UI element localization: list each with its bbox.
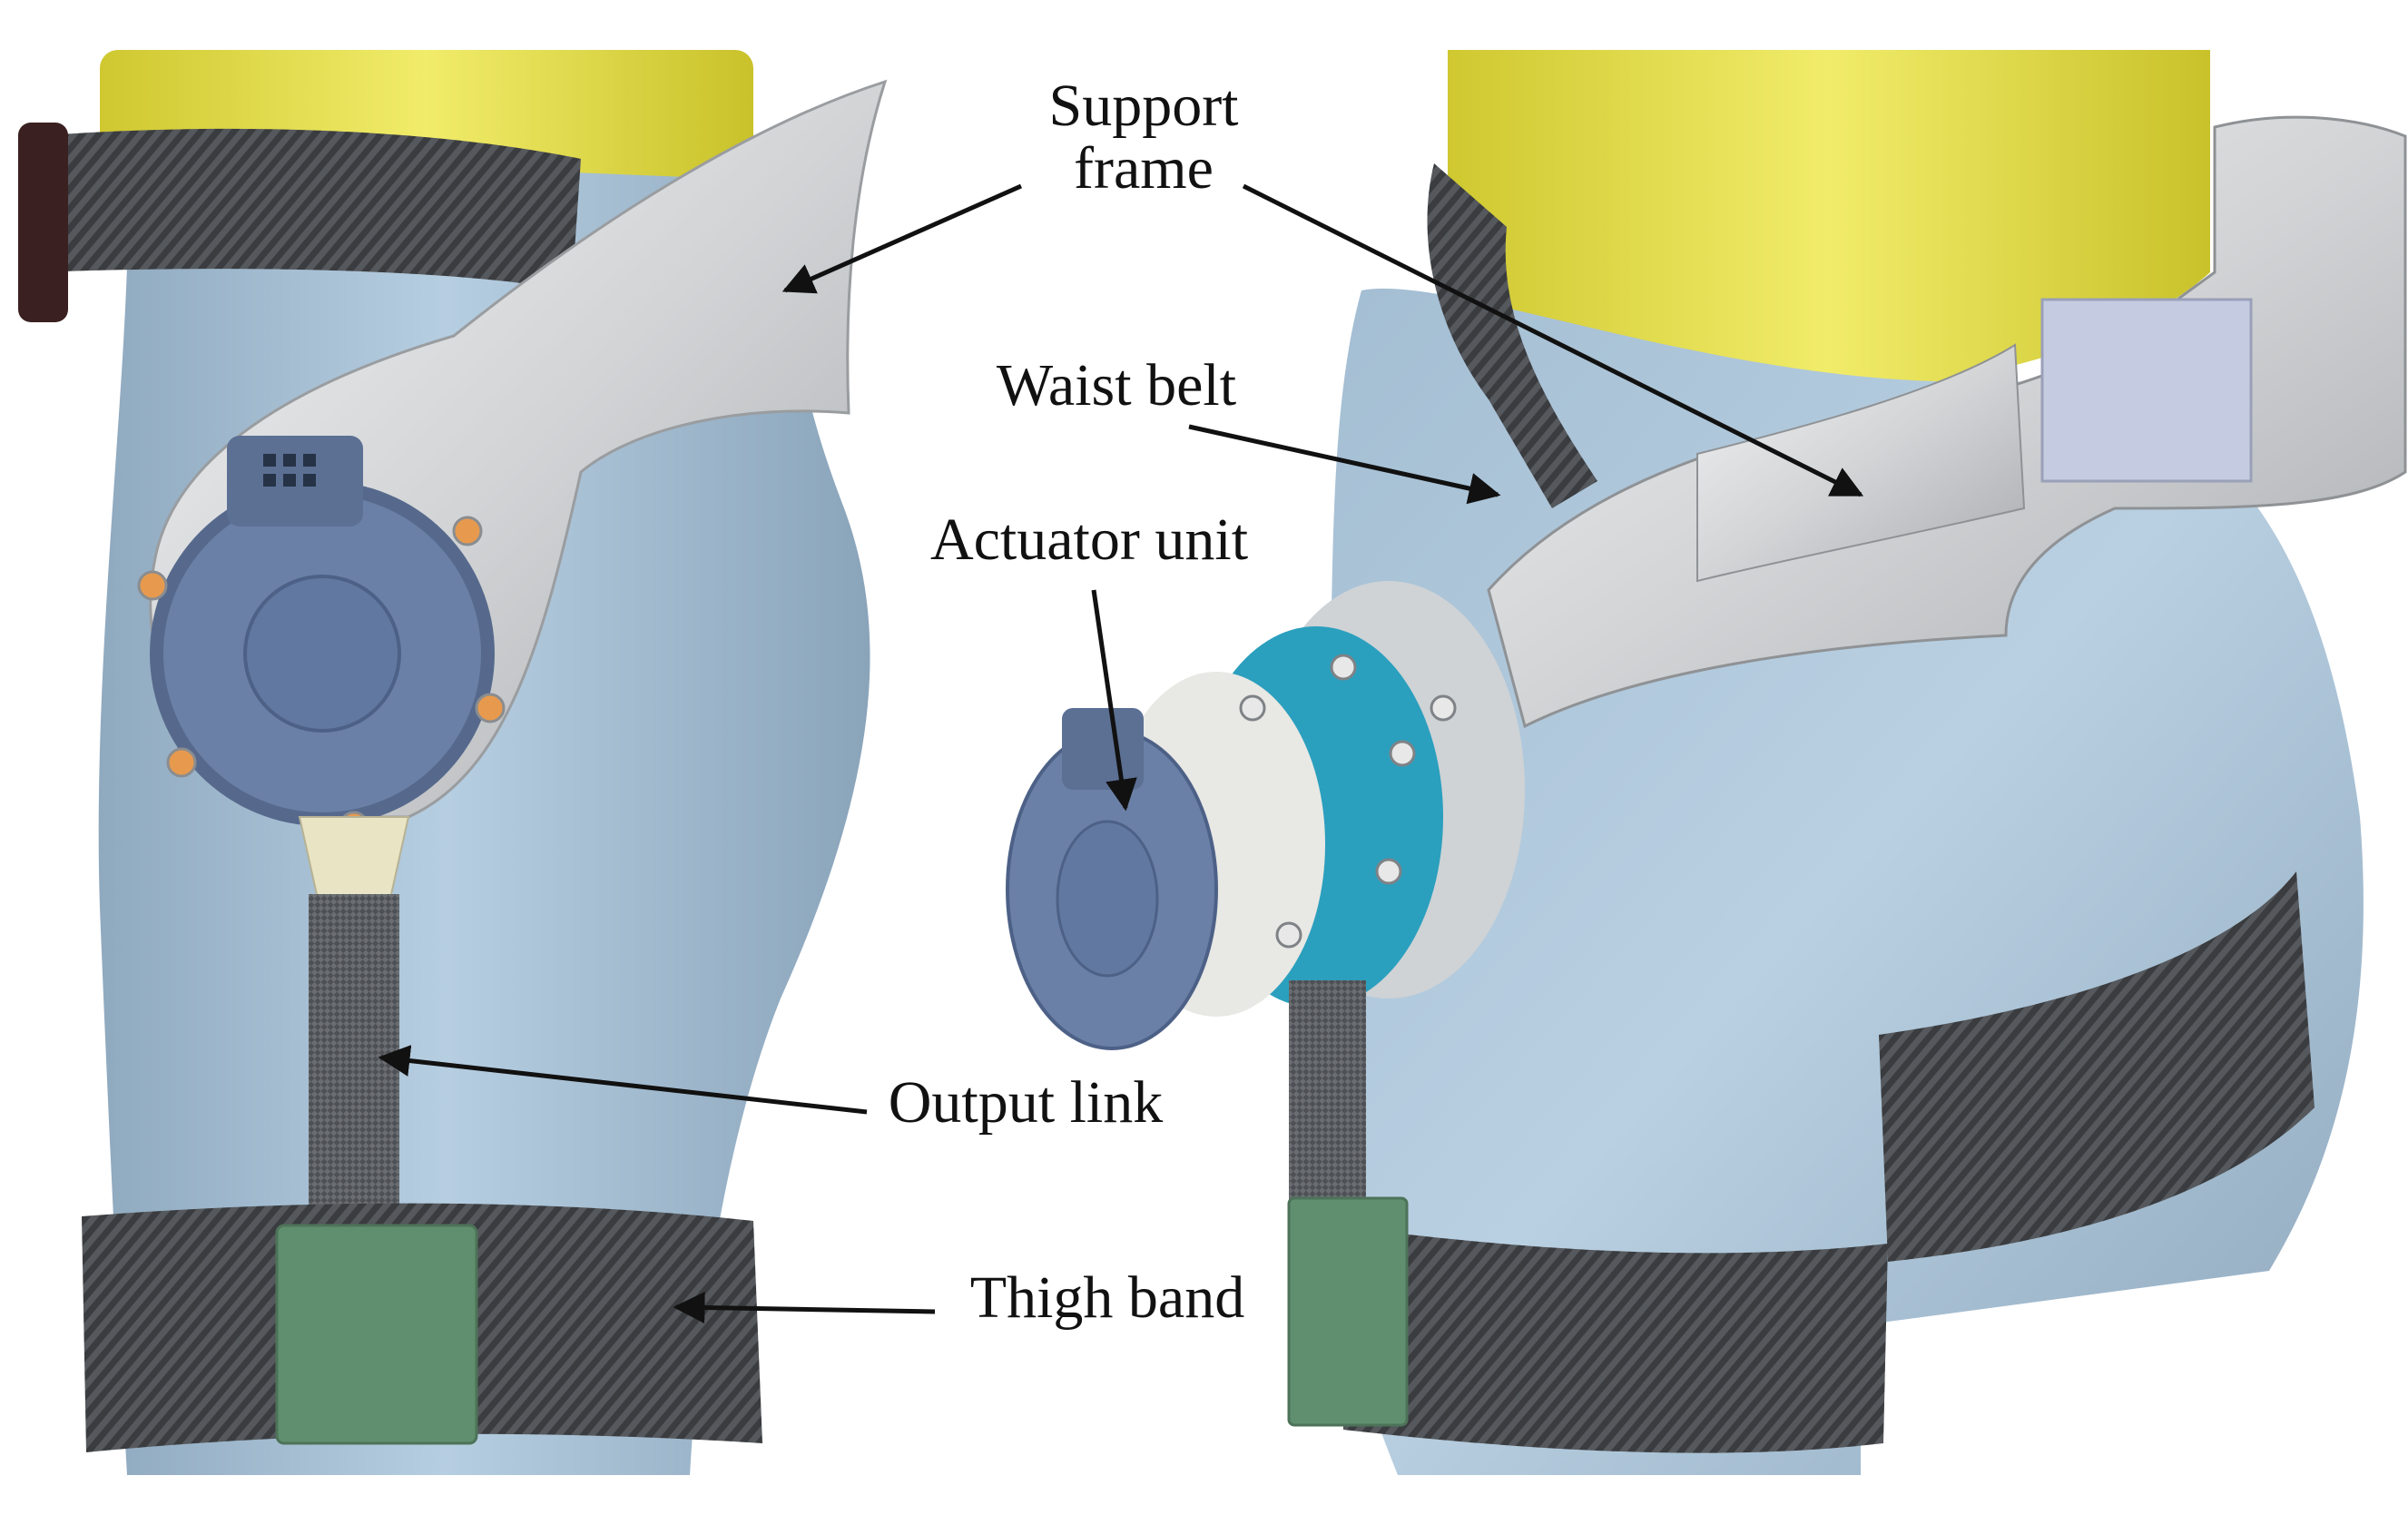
left-view — [18, 50, 888, 1475]
right-frame-left-plate — [1696, 343, 2026, 583]
label-waist-belt: Waist belt — [996, 352, 1237, 418]
right-thigh-band-rear — [1879, 871, 2315, 1262]
right-connector — [1062, 708, 1144, 790]
left-waist-strap — [36, 128, 581, 290]
right-torso — [1444, 50, 2210, 399]
label-support-frame-line1: Support — [1048, 73, 1239, 139]
right-view — [1006, 50, 2407, 1475]
arrow-output-link — [378, 1045, 868, 1115]
right-bolts — [1239, 654, 1457, 949]
right-frame-slider — [2040, 298, 2253, 483]
right-thigh-band-front — [1334, 1225, 1888, 1453]
arrow-waist-belt — [1188, 424, 1501, 505]
right-waist-belt — [1427, 163, 1597, 508]
left-strap-buckle — [18, 123, 68, 322]
label-support-frame-line2: frame — [1074, 135, 1214, 202]
label-thigh-band: Thigh band — [969, 1264, 1245, 1331]
annotation-arrows — [378, 183, 1864, 1324]
left-output-link-bracket — [298, 816, 410, 900]
right-thigh-bracket — [1287, 1196, 1409, 1427]
arrow-support-frame-left — [781, 183, 1023, 294]
label-support-frame: Support frame — [1017, 74, 1271, 201]
right-actuator-center — [1056, 820, 1159, 978]
left-thigh-bracket — [275, 1224, 478, 1445]
arrow-support-frame-right — [1242, 183, 1864, 497]
left-actuator-center — [243, 575, 401, 733]
arrow-thigh-band — [673, 1292, 936, 1324]
arrow-actuator-unit — [1091, 589, 1137, 812]
label-output-link: Output link — [888, 1069, 1164, 1136]
label-actuator-unit: Actuator unit — [929, 507, 1249, 573]
